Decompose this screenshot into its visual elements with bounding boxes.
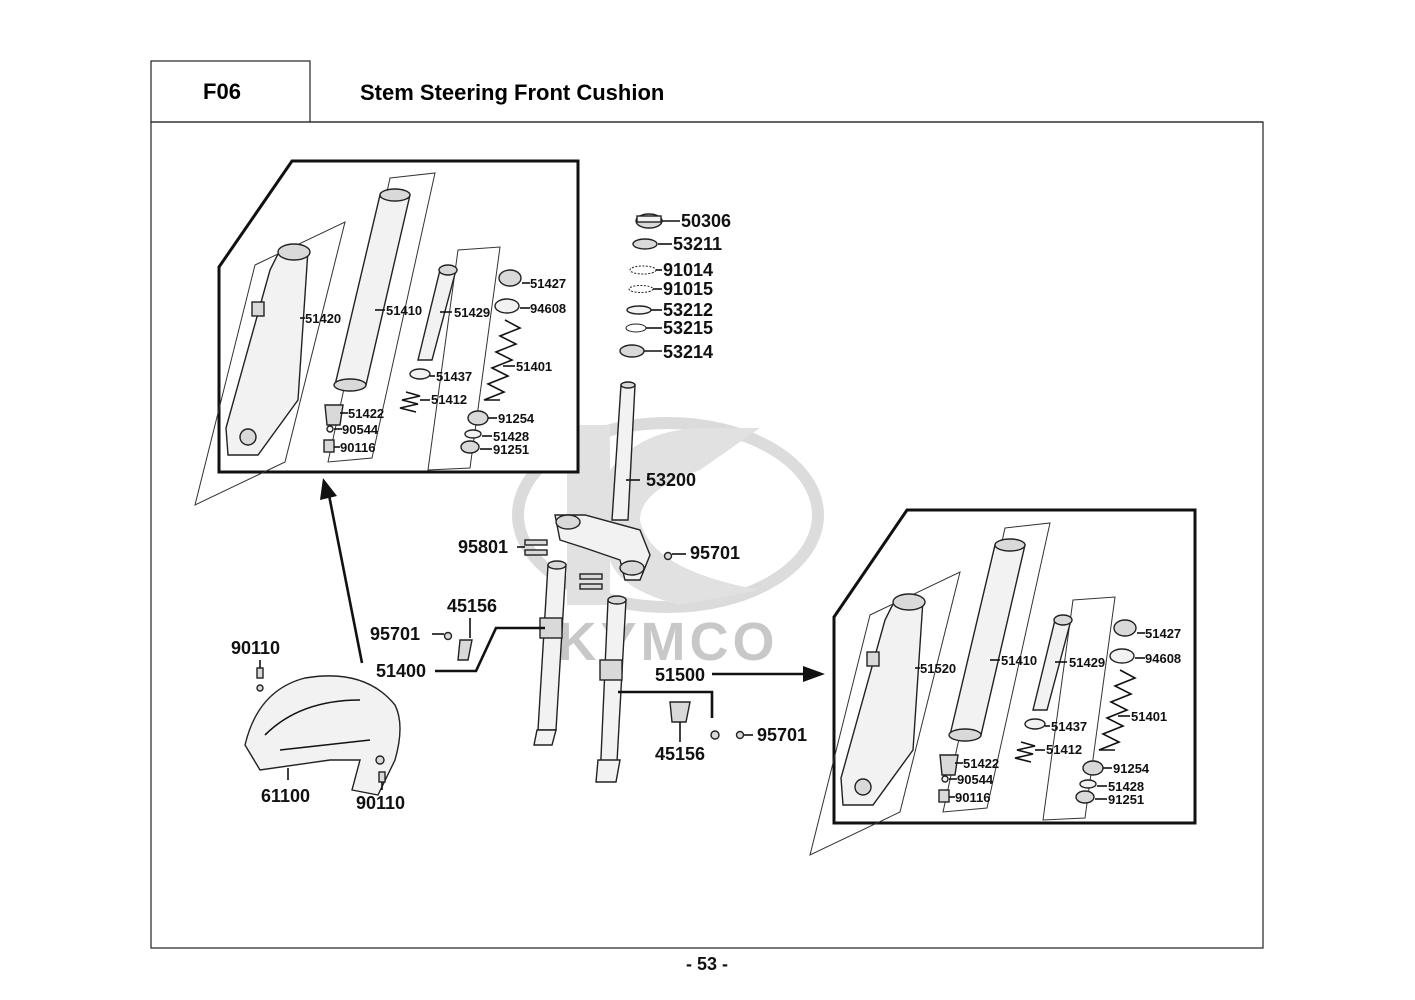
- label-61100: 61100: [261, 786, 310, 806]
- left-spring: [483, 319, 522, 401]
- label-53211: 53211: [673, 234, 722, 254]
- label-95701-left: 95701: [370, 624, 420, 644]
- label-50306: 50306: [681, 211, 731, 231]
- arrow-head-left: [320, 478, 337, 500]
- label-91251: 91251: [493, 442, 529, 457]
- right-inset-fork-detail: [809, 508, 1197, 856]
- label-45156-bottom: 45156: [655, 744, 705, 764]
- label-51412-right: 51412: [1046, 742, 1082, 757]
- arrow-to-left-inset: [326, 489, 364, 664]
- label-51500: 51500: [655, 665, 705, 685]
- header-frame: [150, 60, 1264, 949]
- label-90116-right: 90116: [955, 790, 990, 805]
- label-51422-right: 51422: [963, 756, 999, 771]
- label-51401: 51401: [516, 359, 552, 374]
- label-51410-right: 51410: [1001, 653, 1037, 668]
- clip-45156-left: [457, 618, 473, 661]
- label-53212: 53212: [663, 300, 713, 320]
- label-45156-top: 45156: [447, 596, 497, 616]
- label-51437: 51437: [436, 369, 472, 384]
- label-51429-right: 51429: [1069, 655, 1105, 670]
- page-number: - 53 -: [686, 954, 728, 974]
- label-90110-bottom: 90110: [356, 793, 405, 813]
- label-95701-right: 95701: [757, 725, 807, 745]
- clip-45156-right: [669, 701, 691, 723]
- label-53200: 53200: [646, 470, 696, 490]
- label-51520: 51520: [920, 661, 956, 676]
- label-90116: 90116: [340, 440, 375, 455]
- arrow-head-right: [803, 666, 825, 682]
- front-fender: [244, 675, 401, 796]
- left-inset-fork-detail: [194, 159, 580, 506]
- label-53215: 53215: [663, 318, 713, 338]
- screw-90110-bottom: [378, 771, 386, 783]
- label-51412: 51412: [431, 392, 467, 407]
- bolts-95801: [517, 539, 603, 590]
- page-title: Stem Steering Front Cushion: [360, 80, 664, 105]
- label-91014: 91014: [663, 260, 713, 280]
- section-code: F06: [203, 79, 241, 104]
- label-51428: 51428: [493, 429, 529, 444]
- label-51420: 51420: [305, 311, 341, 326]
- label-95701-stem: 95701: [690, 543, 740, 563]
- label-51437-right: 51437: [1051, 719, 1087, 734]
- watermark-text: KYMCO: [558, 612, 779, 672]
- label-51410: 51410: [386, 303, 422, 318]
- label-90544-right: 90544: [957, 772, 994, 787]
- label-94608: 94608: [530, 301, 566, 316]
- label-51427-right: 51427: [1145, 626, 1181, 641]
- stem-hardware-stack: [619, 213, 680, 358]
- label-95801: 95801: [458, 537, 508, 557]
- label-51422: 51422: [348, 406, 384, 421]
- label-91251-right: 91251: [1108, 792, 1144, 807]
- label-51428-right: 51428: [1108, 779, 1144, 794]
- screw-90110-top: [256, 667, 264, 679]
- label-51429: 51429: [454, 305, 490, 320]
- label-51401-right: 51401: [1131, 709, 1167, 724]
- leader-51500: [618, 690, 714, 718]
- fork-assembly: [533, 560, 627, 783]
- label-91015: 91015: [663, 279, 713, 299]
- label-91254-right: 91254: [1113, 761, 1150, 776]
- label-94608-right: 94608: [1145, 651, 1181, 666]
- label-90110-top: 90110: [231, 638, 280, 658]
- leader-51400: [435, 626, 545, 673]
- label-51400: 51400: [376, 661, 426, 681]
- label-91254: 91254: [498, 411, 535, 426]
- steering-stem: [554, 381, 651, 581]
- label-51427: 51427: [530, 276, 566, 291]
- label-90544: 90544: [342, 422, 379, 437]
- label-53214: 53214: [663, 342, 713, 362]
